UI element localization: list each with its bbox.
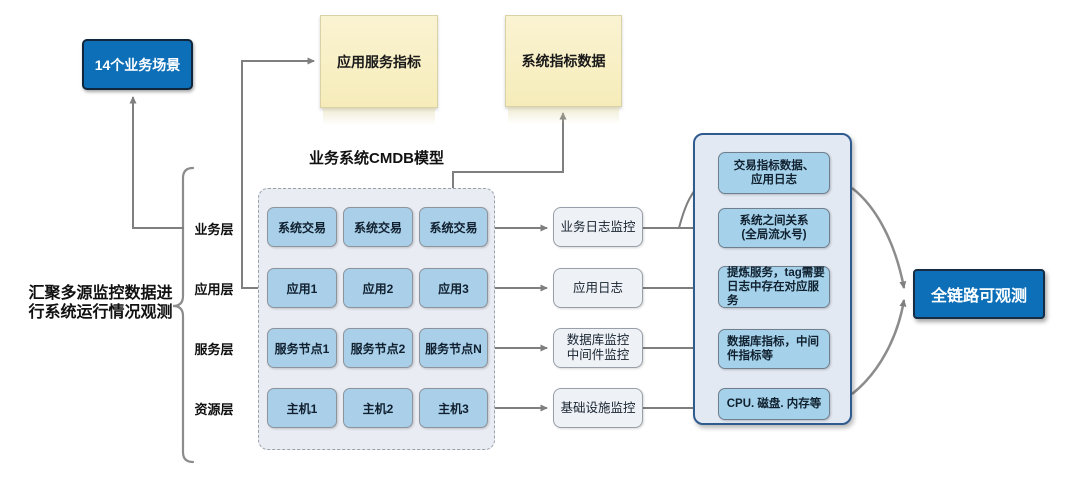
layer-label-resource: 资源层: [194, 401, 234, 417]
output-trade-metrics: 交易指标数据、 应用日志: [718, 152, 830, 194]
output-service-tag: 提炼服务，tag需要 日志中存在对应服务: [718, 266, 830, 308]
cmdb-cell-host-2: 主机2: [343, 388, 413, 428]
left-brace: [172, 166, 195, 464]
cmdb-cell-app-2: 应用2: [343, 268, 413, 308]
result-node: 全链路可观测: [913, 269, 1045, 319]
layer-label-service: 服务层: [194, 341, 234, 357]
output-cpu-disk-memory: CPU. 磁盘. 内存等: [718, 388, 830, 420]
cmdb-cell-trade-3: 系统交易: [419, 207, 488, 247]
monitor-app-log: 应用日志: [553, 268, 643, 308]
cmdb-cell-app-3: 应用3: [419, 268, 488, 308]
cmdb-cell-node-n: 服务节点N: [419, 328, 488, 368]
layer-label-business: 业务层: [194, 221, 234, 237]
arrow-to-app-service-metrics: [241, 57, 315, 289]
system-metrics-node: 系统指标数据: [505, 15, 622, 124]
scenarios-node: 14个业务场景: [82, 39, 193, 90]
output-db-metrics: 数据库指标，中间 件指标等: [718, 329, 830, 369]
cmdb-cell-node-1: 服务节点1: [267, 328, 337, 368]
arrow-panel-bottom-to-result: [851, 299, 907, 395]
cmdb-cell-node-2: 服务节点2: [343, 328, 413, 368]
app-service-metrics-node: 应用服务指标: [320, 15, 438, 125]
arrow-panel-top-to-result: [851, 187, 907, 289]
cmdb-cell-host-1: 主机1: [267, 388, 337, 428]
left-summary-text: 汇聚多源监控数据进 行系统运行情况观测: [28, 285, 173, 321]
monitor-business-log: 业务日志监控: [553, 207, 643, 247]
arrow-to-scenarios: [129, 96, 184, 229]
cmdb-cell-trade-2: 系统交易: [343, 207, 413, 247]
cmdb-title: 业务系统CMDB模型: [309, 150, 444, 167]
cmdb-cell-app-1: 应用1: [267, 268, 337, 308]
monitor-infrastructure: 基础设施监控: [553, 388, 643, 428]
monitor-db-middleware: 数据库监控 中间件监控: [553, 328, 643, 368]
layer-label-application: 应用层: [194, 281, 234, 297]
cmdb-cell-host-3: 主机3: [419, 388, 488, 428]
cmdb-cell-trade-1: 系统交易: [267, 207, 337, 247]
output-system-relations: 系统之间关系 (全局流水号): [718, 208, 830, 248]
